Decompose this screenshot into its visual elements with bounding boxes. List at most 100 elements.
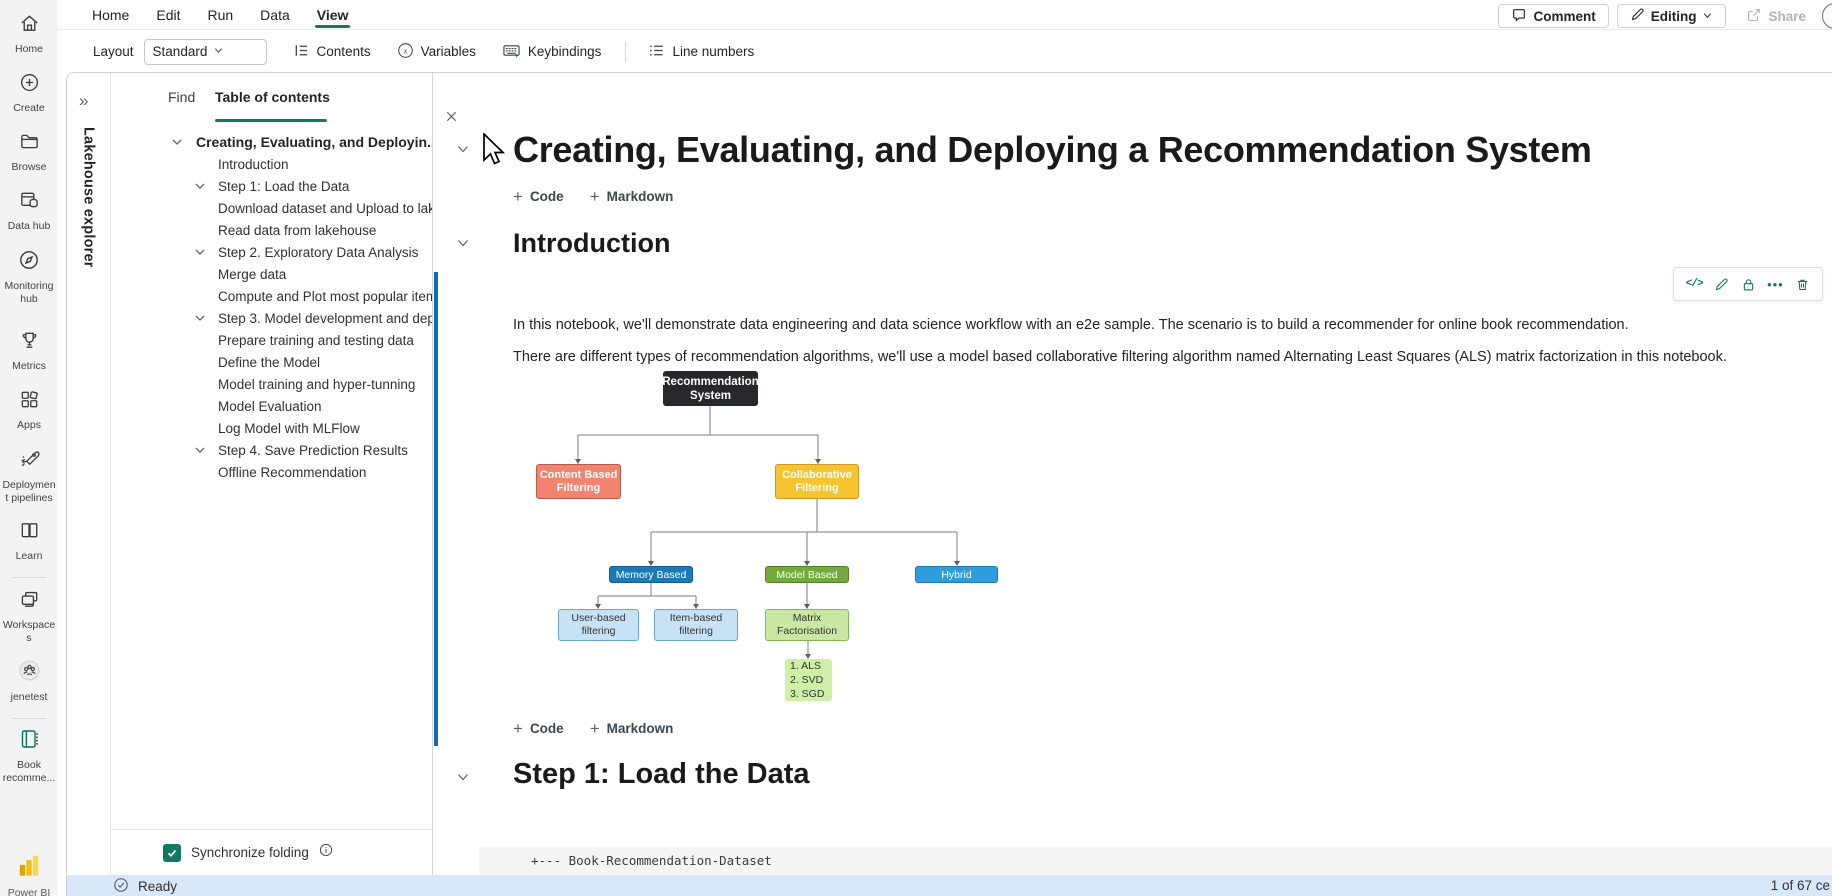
add-cell-row: +Code + Markdown xyxy=(513,718,674,738)
rail-item-home[interactable]: Home xyxy=(0,12,58,56)
delete-cell-button[interactable] xyxy=(1795,277,1810,292)
toc-item[interactable]: Merge data xyxy=(111,263,432,285)
toc-item[interactable]: Log Model with MLFlow xyxy=(111,417,432,439)
rail-label: Browse xyxy=(11,161,47,173)
toc-item[interactable]: Step 2. Exploratory Data Analysis xyxy=(111,241,432,263)
toc-item-label: Step 2. Exploratory Data Analysis xyxy=(218,244,419,260)
chevron-down-icon[interactable] xyxy=(170,135,184,149)
toc-item[interactable]: Model Evaluation xyxy=(111,395,432,417)
rail-item-browse[interactable]: Browse xyxy=(0,130,58,174)
close-panel-button[interactable] xyxy=(441,109,461,129)
diagram-node-model-based: Model Based xyxy=(765,566,849,583)
account-avatar[interactable] xyxy=(1822,3,1832,29)
menu-item-view[interactable]: View xyxy=(314,0,351,30)
comment-button[interactable]: Comment xyxy=(1498,4,1609,28)
add-code-cell-button[interactable]: +Code xyxy=(513,188,564,205)
rail-label: Home xyxy=(14,43,43,55)
step1-heading: Step 1: Load the Data xyxy=(513,758,810,790)
rail-item-book-recommendation[interactable]: Book recomme... xyxy=(0,727,58,785)
people-circle-icon xyxy=(17,658,42,688)
line-numbers-button[interactable]: Line numbers xyxy=(648,42,754,62)
rail-divider xyxy=(12,577,46,578)
collapse-title-section-button[interactable] xyxy=(455,141,471,157)
menu-item-run[interactable]: Run xyxy=(207,6,234,23)
apps-grid-icon xyxy=(18,388,41,416)
variables-button[interactable]: x Variables xyxy=(397,42,476,62)
rail-label: Apps xyxy=(17,419,41,431)
toc-item-label: Prepare training and testing data xyxy=(218,332,414,348)
rail-item-data-hub[interactable]: Data hub xyxy=(0,189,58,233)
contents-button[interactable]: Contents xyxy=(293,42,371,62)
recommendation-system-diagram: Recommendation System Content Based Filt… xyxy=(527,363,1007,708)
notebook-icon xyxy=(17,727,41,756)
layout-select[interactable]: Standard xyxy=(143,38,267,65)
plus-icon: + xyxy=(589,718,600,738)
add-markdown-label: Markdown xyxy=(606,721,674,736)
toc-item[interactable]: Step 1: Load the Data xyxy=(111,175,432,197)
expand-pane-button[interactable]: » xyxy=(79,91,89,110)
rail-item-jenetest[interactable]: jenetest xyxy=(0,658,58,704)
menu-item-edit[interactable]: Edit xyxy=(156,6,181,23)
collapse-step1-section-button[interactable] xyxy=(455,769,471,785)
line-numbers-label: Line numbers xyxy=(672,44,755,59)
code-view-button[interactable]: </> xyxy=(1685,278,1704,290)
share-button-label: Share xyxy=(1768,8,1806,24)
collapse-introduction-section-button[interactable] xyxy=(455,235,471,251)
layers-icon xyxy=(18,588,41,616)
toc-item[interactable]: Introduction xyxy=(111,153,432,175)
status-bar: Ready 1 of 67 ce xyxy=(67,875,1832,896)
synchronize-folding-checkbox[interactable] xyxy=(163,843,181,862)
add-code-cell-button[interactable]: +Code xyxy=(513,720,564,737)
chevron-down-icon[interactable] xyxy=(193,443,207,457)
rail-item-monitoring-hub[interactable]: Monitoring hub xyxy=(0,248,58,306)
status-check-icon xyxy=(113,877,129,896)
menu-item-home[interactable]: Home xyxy=(92,6,130,23)
toc-item[interactable]: Step 3. Model development and deploy xyxy=(111,307,432,329)
editing-mode-dropdown[interactable]: Editing xyxy=(1616,4,1727,28)
toc-item[interactable]: Creating, Evaluating, and Deployin... xyxy=(111,131,432,153)
toc-item[interactable]: Download dataset and Upload to lakeh... xyxy=(111,197,432,219)
add-code-label: Code xyxy=(529,721,564,736)
rail-item-create[interactable]: Create xyxy=(0,71,58,115)
keybindings-button[interactable]: Keybindings xyxy=(502,42,602,62)
notebook-scrollbar[interactable] xyxy=(434,272,438,746)
chevron-down-icon[interactable] xyxy=(193,179,207,193)
toc-tabs: Find Table of contents xyxy=(111,89,456,123)
rail-item-deployment-pipelines[interactable]: Deployment pipelines xyxy=(0,447,58,505)
menu-item-data[interactable]: Data xyxy=(260,6,290,23)
diagram-node-algorithms-list: 1. ALS 2. SVD 3. SGD xyxy=(785,659,832,701)
rail-item-apps[interactable]: Apps xyxy=(0,388,58,432)
tab-find[interactable]: Find xyxy=(168,89,196,105)
toc-item-label: Merge data xyxy=(218,266,287,282)
chevron-down-icon[interactable] xyxy=(193,245,207,259)
notebook-workspace: » Lakehouse explorer Find Table of conte… xyxy=(66,72,1832,896)
lock-cell-button[interactable] xyxy=(1741,277,1756,292)
edit-cell-button[interactable] xyxy=(1714,277,1729,292)
toc-item[interactable]: Offline Recommendation xyxy=(111,461,432,483)
info-icon[interactable] xyxy=(319,843,333,862)
toc-item[interactable]: Prepare training and testing data xyxy=(111,329,432,351)
add-markdown-cell-button[interactable]: +Markdown xyxy=(590,188,674,205)
toc-item[interactable]: Read data from lakehouse xyxy=(111,219,432,241)
add-markdown-cell-button[interactable]: + Markdown xyxy=(589,718,674,738)
keybindings-label: Keybindings xyxy=(527,44,602,59)
toc-item-label: Download dataset and Upload to lakeh... xyxy=(218,200,432,216)
tab-table-of-contents[interactable]: Table of contents xyxy=(215,89,330,105)
toc-item[interactable]: Compute and Plot most popular items xyxy=(111,285,432,307)
rail-label: jenetest xyxy=(10,691,48,703)
chevron-down-icon[interactable] xyxy=(193,311,207,325)
toc-item[interactable]: Model training and hyper-tunning xyxy=(111,373,432,395)
toc-item[interactable]: Define the Model xyxy=(111,351,432,373)
more-options-button[interactable]: ••• xyxy=(1767,276,1784,292)
code-cell[interactable]: +--- Book-Recommendation-Dataset xyxy=(479,847,1832,875)
chevron-down-icon xyxy=(1702,9,1713,24)
layout-label: Layout xyxy=(93,44,134,59)
menu-right-actions: Comment Editing Share xyxy=(1498,4,1818,28)
trophy-icon xyxy=(18,329,41,357)
variables-icon: x xyxy=(397,42,414,62)
rail-label: Metrics xyxy=(12,360,46,372)
rail-item-metrics[interactable]: Metrics xyxy=(0,329,58,373)
toc-item[interactable]: Step 4. Save Prediction Results xyxy=(111,439,432,461)
rail-item-learn[interactable]: Learn xyxy=(0,519,58,563)
rail-item-workspaces[interactable]: Workspaces xyxy=(0,588,58,645)
